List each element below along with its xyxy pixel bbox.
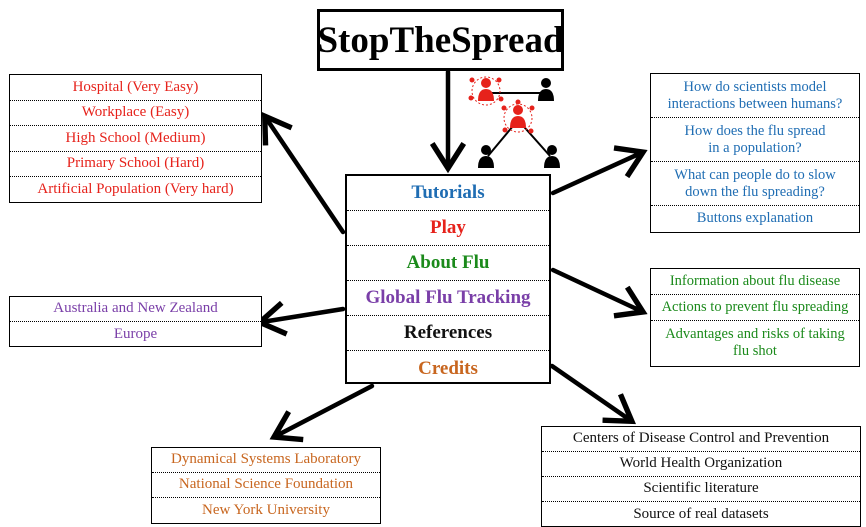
about-flu-item-prevent[interactable]: Actions to prevent flu spreading [651,295,859,321]
about-flu-line: flu shot [733,343,777,359]
menu-item-tutorials[interactable]: Tutorials [347,176,549,211]
play-item-artificial-population[interactable]: Artificial Population (Very hard) [37,181,234,198]
credits-submenu: Dynamical Systems Laboratory National Sc… [151,447,381,524]
tutorial-line: What can people do to slow [674,166,836,183]
play-item-primary-school[interactable]: Primary School (Hard) [10,152,261,177]
about-flu-item-info[interactable]: Information about flu disease [651,269,859,295]
arrow-to-tutorials [550,145,648,196]
app-title: StopTheSpread [317,9,564,71]
arrow-to-credits [269,383,375,443]
menu-item-about-flu[interactable]: About Flu [347,246,549,281]
tutorial-item-buttons[interactable]: Buttons explanation [696,210,814,227]
tutorial-line: in a population? [708,139,802,156]
references-submenu: Centers of Disease Control and Preventio… [541,426,861,527]
references-item-cdc[interactable]: Centers of Disease Control and Preventio… [542,427,860,452]
infection-network-icon [468,76,560,168]
tutorial-line: interactions between humans? [667,95,843,112]
about-flu-line: Advantages and risks of taking [665,326,845,343]
tracking-item-europe[interactable]: Europe [113,325,158,342]
arrow-to-references [549,363,636,425]
tracking-item-australia-nz[interactable]: Australia and New Zealand [10,297,261,322]
credits-item-dsl[interactable]: Dynamical Systems Laboratory [152,448,380,473]
references-item-who[interactable]: World Health Organization [542,452,860,477]
arrow-to-play [261,111,346,235]
tutorial-line: How does the flu spread [684,122,826,139]
main-menu: Tutorials Play About Flu Global Flu Trac… [345,174,551,384]
tutorial-item-slow-spread[interactable]: What can people do to slow down the flu … [651,162,859,206]
credits-item-nsf[interactable]: National Science Foundation [152,473,380,498]
about-flu-submenu: Information about flu disease Actions to… [650,268,860,367]
play-item-high-school[interactable]: High School (Medium) [10,126,261,152]
infected-person-2 [510,105,526,128]
references-item-datasets[interactable]: Source of real datasets [633,505,769,522]
arrow-to-tracking [254,300,346,337]
credits-item-nyu[interactable]: New York University [202,501,330,518]
healthy-person-2 [478,145,494,168]
healthy-person-1 [538,78,554,101]
play-submenu: Hospital (Very Easy) Workplace (Easy) Hi… [9,74,262,203]
menu-item-references[interactable]: References [347,316,549,351]
references-item-literature[interactable]: Scientific literature [542,477,860,502]
tutorial-item-model-interactions[interactable]: How do scientists model interactions bet… [651,74,859,118]
arrow-to-about-flu [550,267,648,319]
about-flu-item-flu-shot[interactable]: Advantages and risks of taking flu shot [651,321,859,365]
healthy-person-3 [544,145,560,168]
menu-item-play[interactable]: Play [347,211,549,246]
menu-item-global-flu-tracking[interactable]: Global Flu Tracking [347,281,549,316]
menu-item-credits[interactable]: Credits [418,357,478,379]
tutorial-item-flu-spread[interactable]: How does the flu spread in a population? [651,118,859,162]
tutorials-submenu: How do scientists model interactions bet… [650,73,860,233]
tracking-submenu: Australia and New Zealand Europe [9,296,262,347]
infected-person-1 [478,78,494,101]
play-item-workplace[interactable]: Workplace (Easy) [10,101,261,126]
tutorial-line: How do scientists model [683,78,827,95]
tutorial-line: down the flu spreading? [685,183,825,200]
play-item-hospital[interactable]: Hospital (Very Easy) [10,75,261,101]
